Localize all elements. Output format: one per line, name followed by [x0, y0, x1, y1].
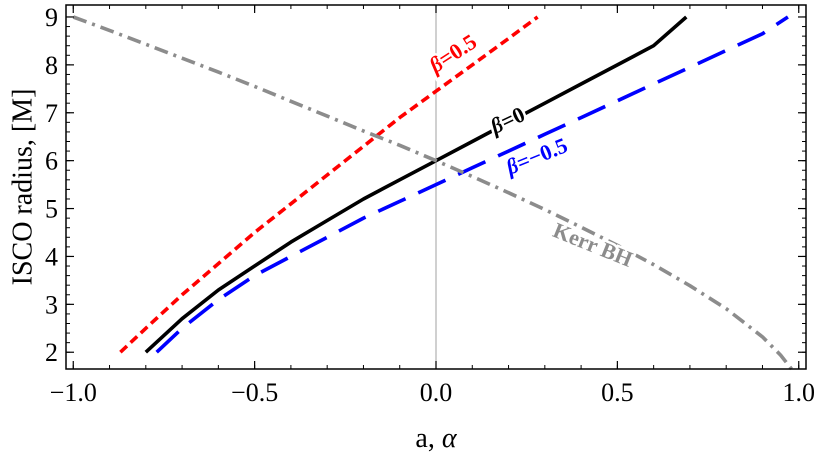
- x-tick-label: 0.0: [420, 378, 453, 407]
- series-label-0: β=0.5: [424, 29, 482, 78]
- y-tick-label: 7: [45, 99, 58, 128]
- x-tick-label: −0.5: [231, 378, 278, 407]
- series-line-2: [155, 15, 789, 354]
- series-line-0: [119, 15, 539, 354]
- x-tick-label: −1.0: [50, 378, 97, 407]
- y-tick-label: 6: [45, 147, 58, 176]
- series-label-2: β=−0.5: [501, 132, 571, 179]
- y-tick-label: 3: [45, 290, 58, 319]
- series-line-1: [144, 15, 688, 354]
- series-label-1: β=0: [486, 101, 529, 139]
- x-tick-label: 0.5: [601, 378, 634, 407]
- series-line-3: [72, 15, 793, 371]
- x-axis-title-main: a,: [415, 423, 441, 454]
- axes: −1.0 −0.5 0.0 0.5 1.0 2 3 4 5 6 7 8 9: [45, 3, 814, 407]
- y-tick-label: 2: [45, 338, 58, 367]
- y-tick-label: 5: [45, 195, 58, 224]
- x-axis-title: a, α: [415, 423, 457, 454]
- y-tick-label: 8: [45, 51, 58, 80]
- y-axis-title: ISCO radius, [M]: [7, 89, 38, 286]
- x-tick-label: 1.0: [782, 378, 814, 407]
- x-axis-title-greek: α: [442, 423, 458, 454]
- series-label-3: Kerr BH: [550, 217, 637, 271]
- y-tick-label: 4: [45, 242, 58, 271]
- y-tick-label: 9: [45, 3, 58, 32]
